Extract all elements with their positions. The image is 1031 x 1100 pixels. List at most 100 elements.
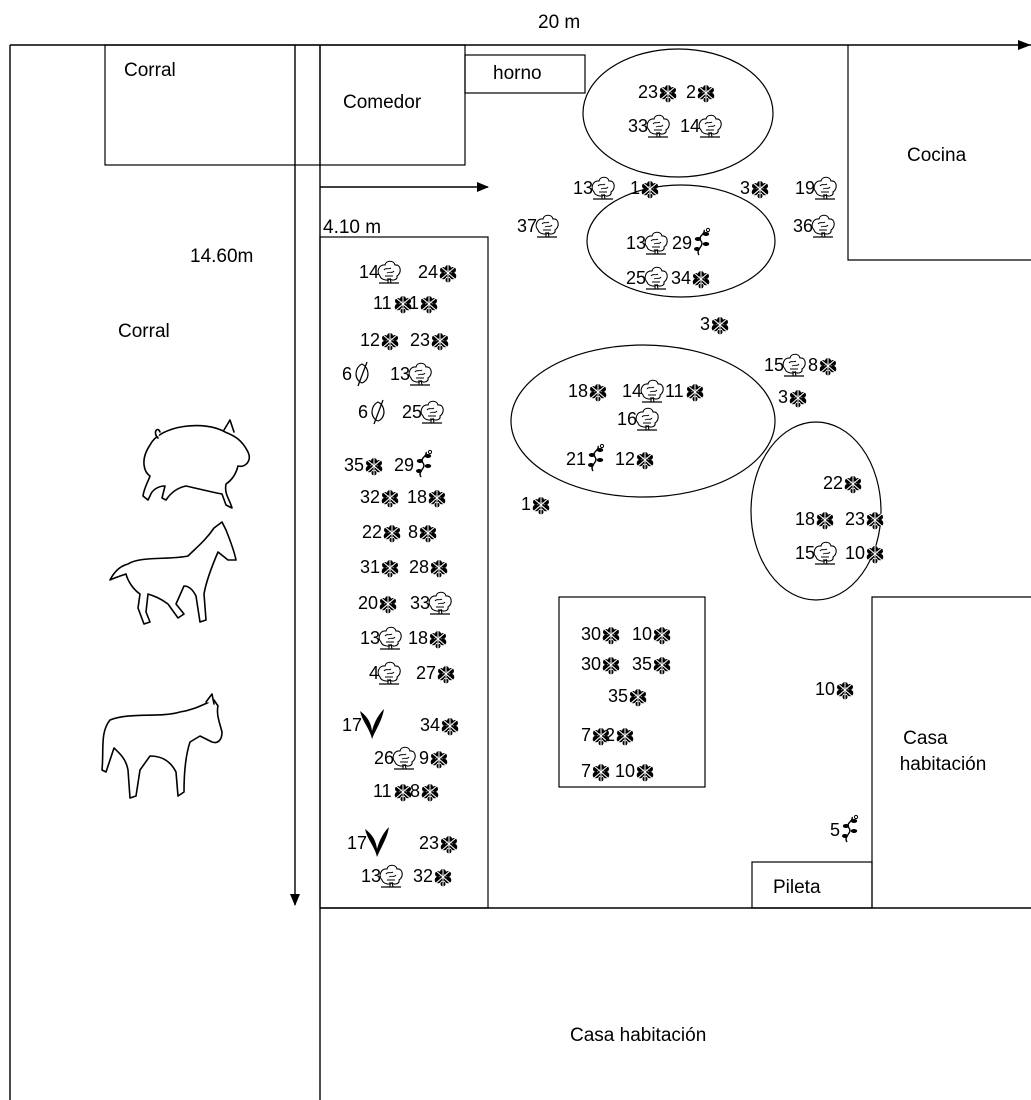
tree-icon [646,114,670,138]
plant-number: 32 [360,487,380,507]
plant-number: 25 [626,268,646,288]
plant-number: 20 [358,593,378,613]
plant-marker: 24 [418,262,457,284]
shrub-icon [602,654,620,676]
shrub-icon [686,381,704,403]
plant-marker: 6 [358,399,385,425]
tree-icon [782,353,806,377]
plant-number: 12 [360,330,380,350]
shrub-icon [836,679,854,701]
plant-marker: 33 [628,114,670,138]
shrub-icon [440,833,458,855]
shrub-icon [430,748,448,770]
plant-marker: 33 [410,591,452,615]
plant-number: 34 [671,268,691,288]
plant-number: 23 [845,509,865,529]
tree-icon [698,114,722,138]
shrub-icon [379,593,397,615]
shrub-icon [421,781,439,803]
plant-marker: 29 [394,449,433,478]
plant-marker: 1 [630,178,659,200]
plant-number: 19 [795,178,815,198]
plant-number: 2 [686,82,696,102]
tree-icon [377,260,401,284]
tree-icon [640,379,664,403]
shrub-icon [636,449,654,471]
shrub-icon [629,686,647,708]
shrub-icon [659,82,677,104]
plant-number: 13 [390,364,410,384]
plant-marker: 8 [408,522,437,544]
garden-bed-center [558,596,706,788]
shrub-icon [697,82,715,104]
shrub-icon [789,387,807,409]
plant-marker: 23 [410,330,449,352]
shrub-icon [430,557,448,579]
tree-icon [377,661,401,685]
plant-number: 2 [605,725,615,745]
plant-number: 30 [581,654,601,674]
plant-number: 14 [622,381,642,401]
planting-circle-4 [750,421,882,601]
shrub-icon [381,330,399,352]
plant-number: 35 [632,654,652,674]
corral-top-box [104,44,466,166]
plant-marker: 18 [407,487,446,509]
plant-number: 33 [628,116,648,136]
plant-number: 14 [680,116,700,136]
shrub-icon [429,628,447,650]
plant-number: 22 [823,473,843,493]
plant-number: 33 [410,593,430,613]
shrub-icon [431,330,449,352]
plant-marker: 23 [845,509,884,531]
tree-icon [811,214,835,238]
shrub-icon [381,557,399,579]
plant-marker: 13 [361,864,403,888]
plant-number: 9 [419,748,429,768]
shrub-icon [653,654,671,676]
plant-number: 18 [407,487,427,507]
shrub-icon [641,178,659,200]
vine-icon [415,449,433,478]
plant-number: 3 [778,387,788,407]
plant-number: 36 [793,216,813,236]
corral-top-label: Corral [124,60,176,81]
plant-marker: 30 [581,624,620,646]
shrub-icon [439,262,457,284]
plant-number: 5 [830,820,840,840]
plant-marker: 2 [686,82,715,104]
tree-icon [378,626,402,650]
plant-marker: 36 [793,214,835,238]
plant-number: 24 [418,262,438,282]
plant-marker: 21 [566,443,605,472]
shrub-icon [428,487,446,509]
onion-icon [371,399,385,425]
corral-side-label: Corral [118,321,170,342]
plant-number: 35 [344,455,364,475]
plant-marker: 14 [359,260,401,284]
plant-marker: 19 [795,176,837,200]
shrub-icon [419,522,437,544]
plant-marker: 10 [615,761,654,783]
plant-number: 8 [408,522,418,542]
plant-marker: 3 [740,178,769,200]
plant-number: 6 [358,402,368,422]
plant-marker: 32 [413,866,452,888]
garden-bed-strip [319,236,489,909]
plant-number: 8 [410,781,420,801]
comedor-label: Comedor [343,92,422,113]
tree-icon [392,746,416,770]
pileta-label: Pileta [773,877,821,898]
plant-number: 32 [413,866,433,886]
depth-label: 14.60m [190,246,253,267]
shrub-icon [844,473,862,495]
plant-marker: 16 [617,407,659,431]
cocina-box [847,45,1031,261]
plant-marker: 8 [808,355,837,377]
plant-number: 29 [672,233,692,253]
shrub-icon [711,314,729,336]
plant-marker: 35 [632,654,671,676]
plant-number: 13 [626,233,646,253]
leaf-icon [365,827,389,857]
